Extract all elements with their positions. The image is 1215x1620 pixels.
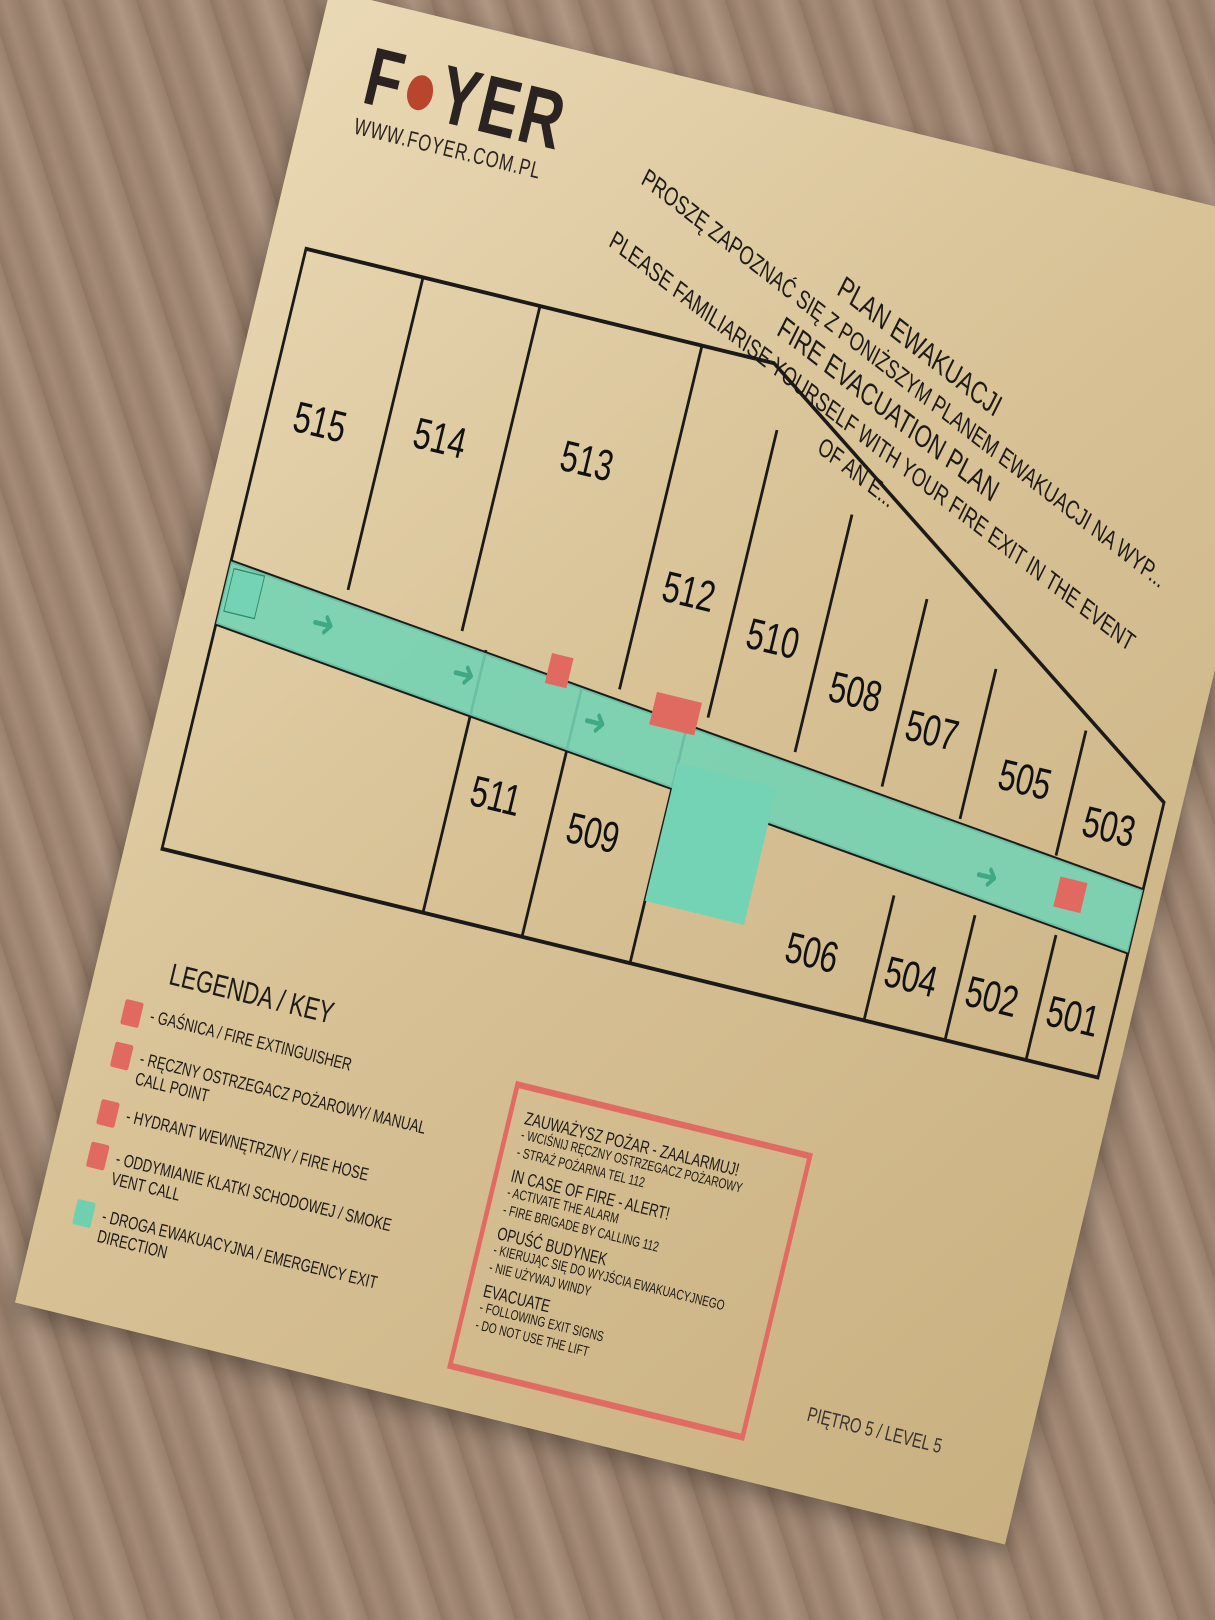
- room-513: 513: [556, 432, 618, 491]
- room-512: 512: [658, 563, 720, 622]
- room-506: 506: [781, 924, 843, 983]
- room-504: 504: [880, 948, 942, 1007]
- manual-call-point-icon: [109, 1041, 134, 1071]
- exit-direction-icon: [72, 1198, 96, 1229]
- floor-plan: ➜ ➜ ➜ ➜ 515 514 513 512 510 508 507 505 …: [160, 246, 1166, 1080]
- smoke-vent-icon: [85, 1141, 110, 1171]
- legend: LEGENDA / KEY - GAŚNICA / FIRE EXTINGUIS…: [64, 949, 462, 1336]
- stairwell: [645, 763, 777, 925]
- foyer-logo: F●YER WWW.FOYER.COM.PL: [351, 28, 576, 188]
- fire-extinguisher-icon: [120, 998, 144, 1029]
- room-510: 510: [742, 610, 804, 669]
- evacuation-plan-sign: F●YER WWW.FOYER.COM.PL PLAN EWAKUACJI PR…: [15, 0, 1215, 1545]
- exit-sign-icon: [223, 567, 266, 620]
- room-511: 511: [466, 768, 526, 827]
- room-509: 509: [562, 804, 624, 863]
- room-503: 503: [1078, 798, 1140, 857]
- room-502: 502: [961, 968, 1023, 1027]
- room-501: 501: [1042, 988, 1104, 1047]
- manual-call-point-icon: [544, 653, 574, 689]
- floor-level-label: PIĘTRO 5 / LEVEL 5: [804, 1404, 944, 1459]
- fire-hose-icon: [649, 691, 702, 736]
- evacuation-route: [216, 561, 1143, 953]
- room-514: 514: [409, 410, 471, 469]
- fire-extinguisher-icon: [1053, 876, 1088, 914]
- fire-hose-icon: [96, 1098, 120, 1129]
- room-508: 508: [824, 663, 886, 722]
- room-505: 505: [994, 751, 1056, 810]
- room-507: 507: [901, 702, 963, 761]
- room-515: 515: [289, 394, 351, 453]
- fire-instructions-box: ZAUWAŻYSZ POŻAR - ZAALARMUJ! - WCIŚNIJ R…: [447, 1080, 813, 1441]
